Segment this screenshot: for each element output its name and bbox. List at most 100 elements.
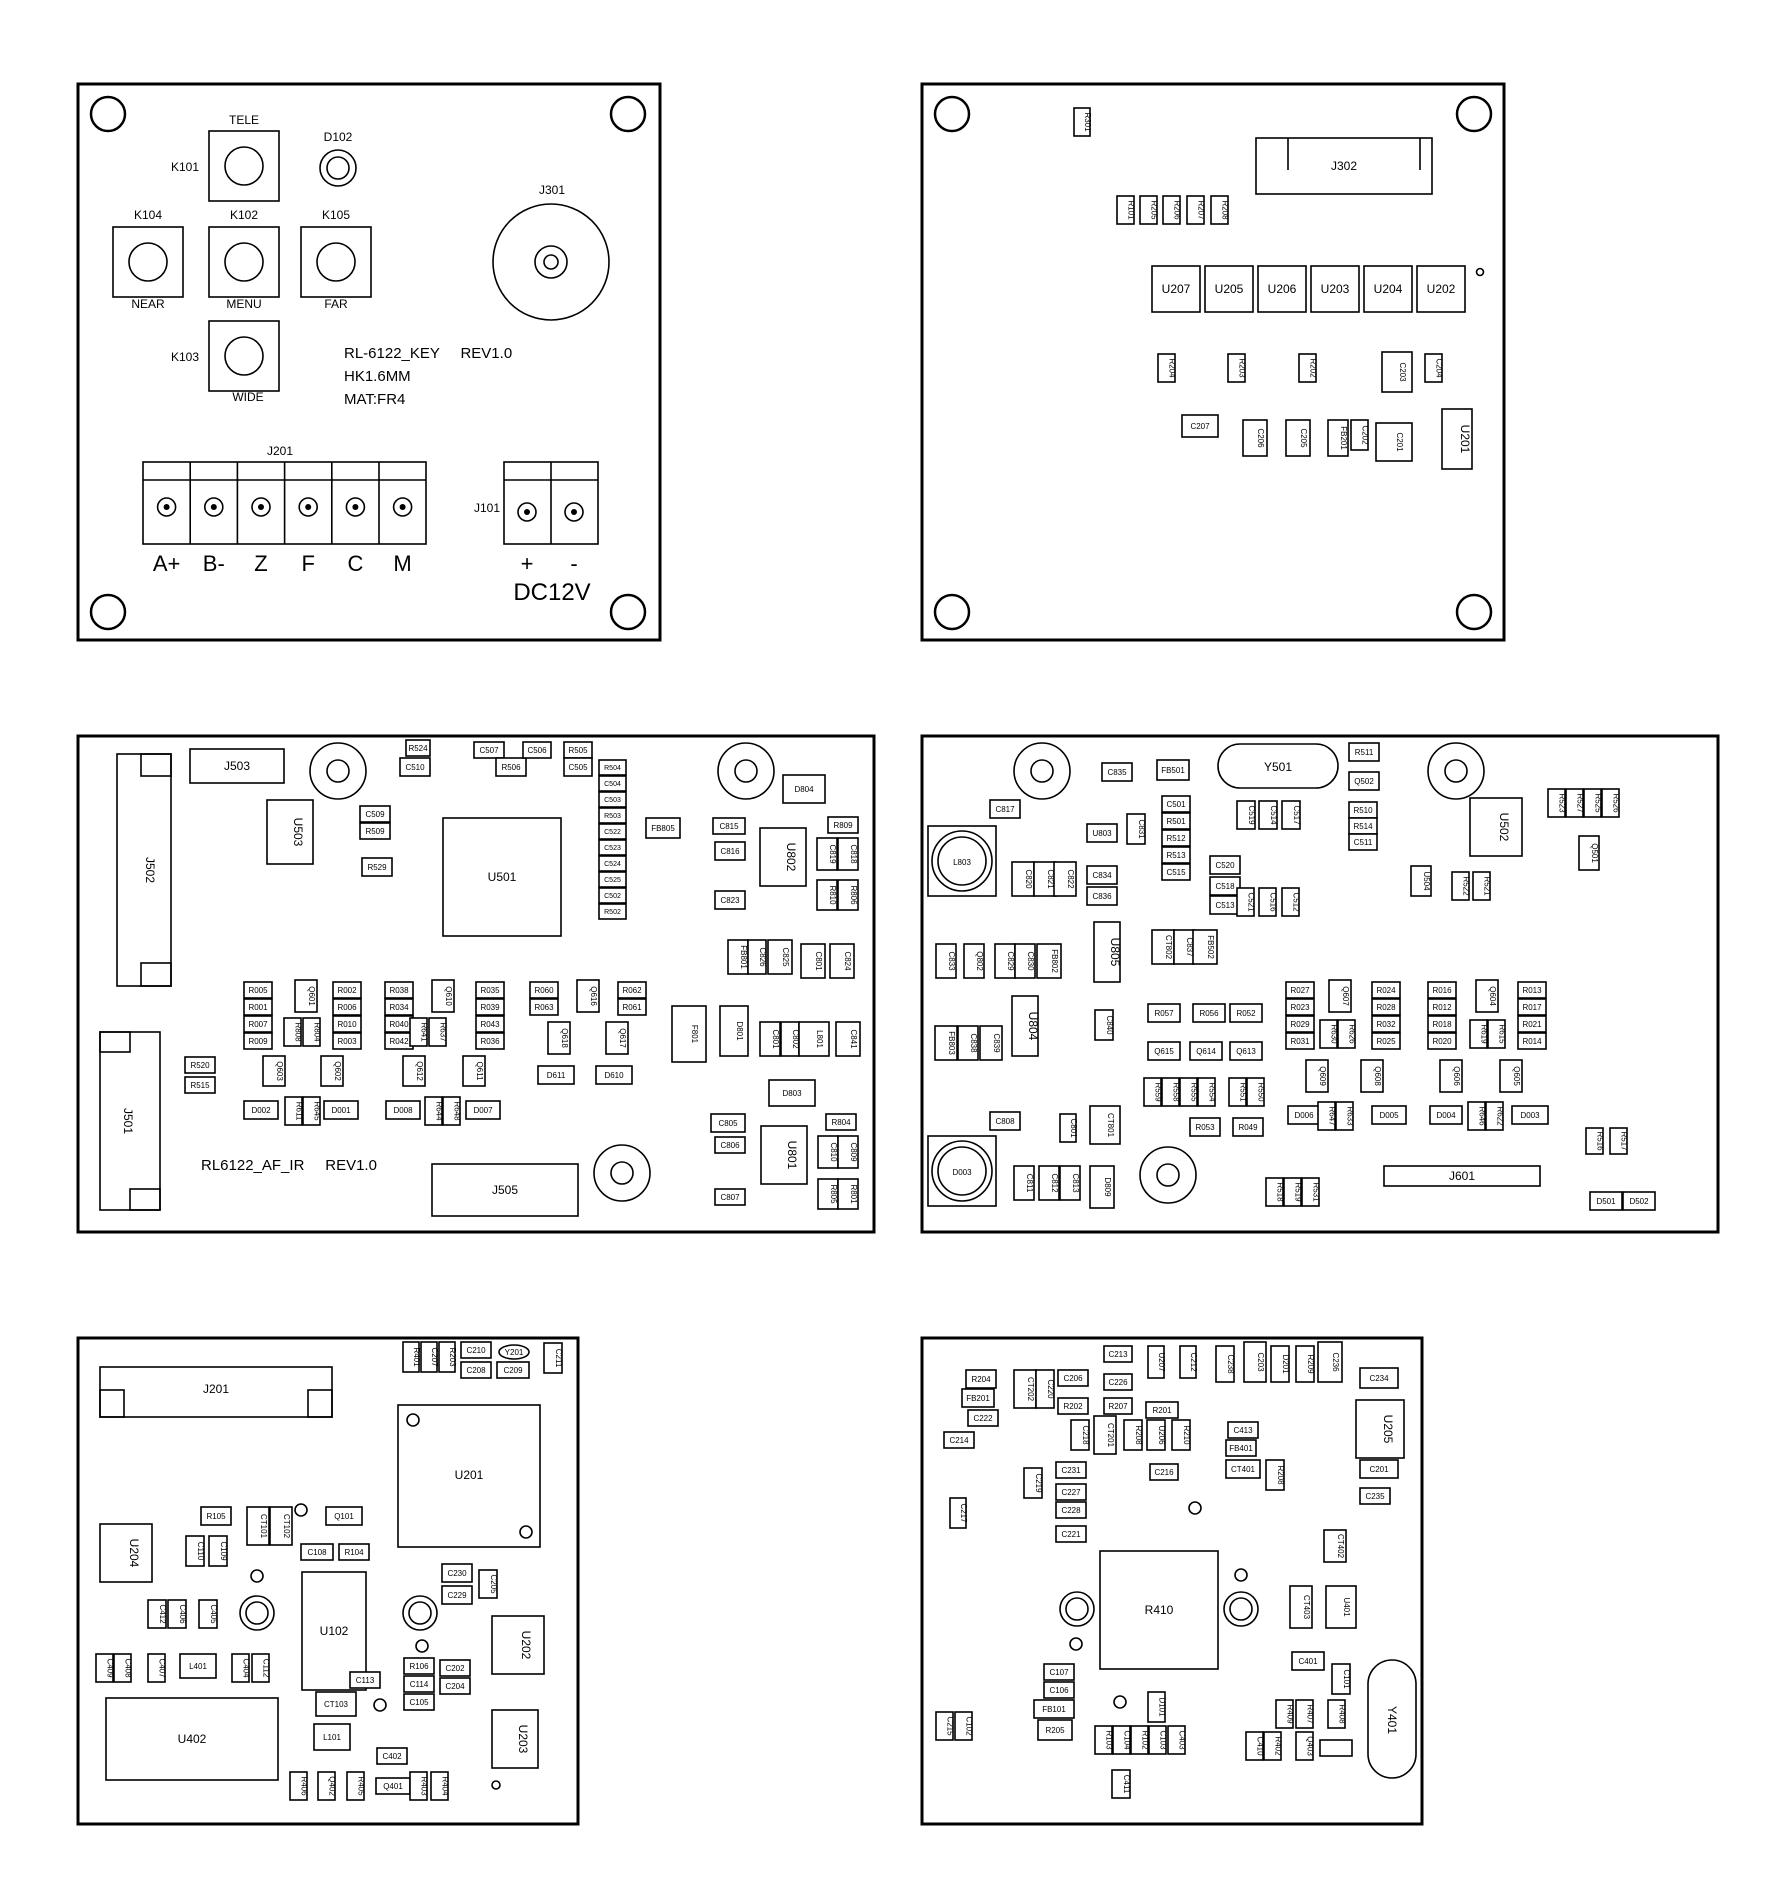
component-u204: U204 (99, 1523, 153, 1583)
component-label: FB201 (1339, 426, 1348, 450)
component-c210: C210 (460, 1341, 492, 1359)
component-c408: C408 (113, 1653, 132, 1683)
component-c507: C507 (473, 741, 505, 759)
component-label: C806 (720, 1141, 740, 1150)
component-r101: R101 (1116, 195, 1135, 225)
component-r031: R031 (1285, 1032, 1315, 1050)
component-u502: U502 (1469, 797, 1523, 857)
component-label: C505 (568, 763, 588, 772)
component-r524: R524 (405, 739, 431, 757)
component-label: C209 (503, 1366, 523, 1375)
component-u501: U501 (442, 817, 562, 937)
component-label: D006 (1294, 1111, 1314, 1120)
component-label: C204 (1434, 358, 1443, 378)
component-r202: R202 (1298, 353, 1317, 383)
component-q401: Q401 (375, 1777, 411, 1795)
component-j601: J601 (1383, 1165, 1541, 1187)
component-c801: C801 (759, 1021, 781, 1057)
component-label: R204 (971, 1375, 991, 1384)
component-label: FB801 (739, 945, 748, 969)
component-r040: R040 (384, 1015, 414, 1033)
component-label: C410 (1255, 1736, 1264, 1756)
component-r009: R009 (243, 1032, 273, 1050)
component-c502: C502 (598, 887, 627, 904)
component-u402: U402 (105, 1697, 279, 1781)
component-label: R809 (833, 821, 853, 830)
component-c402: C402 (376, 1747, 408, 1765)
component-label: C819 (828, 844, 837, 864)
component-c206: C206 (1057, 1369, 1089, 1387)
switch-k101: K101 TELE (171, 113, 280, 202)
component-u207: U207 (1147, 1345, 1166, 1379)
component-label: C834 (1092, 871, 1112, 880)
component-label: R516 (1595, 1131, 1604, 1151)
component-fb101: FB101 (1033, 1699, 1075, 1719)
component-c808: C808 (989, 1111, 1021, 1131)
label-wide: WIDE (232, 390, 263, 404)
component-r205: R205 (1037, 1719, 1073, 1741)
component-r516: R516 (1585, 1127, 1604, 1155)
component-label: R062 (622, 986, 642, 995)
component-r105: R105 (200, 1506, 232, 1526)
component-label: R056 (1199, 1009, 1219, 1018)
label-k105: K105 (322, 208, 350, 222)
component-c835: C835 (1101, 762, 1133, 782)
mounting-pad (309, 742, 775, 1202)
component-label: C208 (466, 1366, 486, 1375)
component-r208: R208 (1265, 1459, 1285, 1491)
component-label: C201 (1369, 1465, 1389, 1474)
component-label: D809 (1103, 1177, 1112, 1197)
component-label: C205 (1299, 428, 1308, 448)
component-label: R527 (1575, 793, 1584, 813)
component-r042: R042 (384, 1032, 414, 1050)
component-r521: R521 (1472, 871, 1491, 901)
label-u201: U201 (455, 1468, 484, 1482)
component-q609: Q609 (1305, 1059, 1329, 1093)
component-q402: Q402 (317, 1771, 336, 1801)
component-c112: C112 (251, 1653, 270, 1683)
component-label: R025 (1376, 1037, 1396, 1046)
component-label: Q502 (1354, 777, 1374, 786)
label-j301: J301 (539, 183, 565, 197)
component-r804: R804 (825, 1113, 857, 1131)
component-ct201: CT201 (1093, 1415, 1117, 1455)
component-label: R010 (337, 1020, 357, 1029)
component-r502: R502 (598, 903, 627, 920)
component-u102: U102 (301, 1571, 367, 1691)
component-r611: R611 (284, 1096, 303, 1126)
component-label: C413 (1233, 1426, 1253, 1435)
component-label: C813 (1071, 1173, 1080, 1193)
component-label: R105 (206, 1512, 226, 1521)
component-r023: R023 (1285, 998, 1315, 1016)
component-c102: C102 (954, 1711, 973, 1741)
component-label: U802 (784, 843, 798, 872)
component-c517: C517 (1281, 800, 1301, 830)
component-label: R052 (1236, 1009, 1256, 1018)
component-d005: D005 (1371, 1105, 1407, 1125)
component-label: C519 (1247, 805, 1256, 825)
component-c108: C108 (300, 1543, 334, 1561)
component-label: C518 (1215, 882, 1235, 891)
component-label: D801 (735, 1021, 744, 1041)
component-fb801: FB801 (727, 939, 749, 975)
component-label: C521 (1246, 892, 1255, 912)
component-r209: R209 (1295, 1345, 1315, 1383)
component-c810: C810 (817, 1135, 839, 1169)
component-label: R619 (1479, 1024, 1488, 1044)
component-fb501: FB501 (1156, 759, 1190, 781)
component-label: C108 (307, 1548, 327, 1557)
component-label: R555 (1189, 1082, 1198, 1102)
component-c807: C807 (714, 1188, 746, 1206)
component-q608: Q608 (1360, 1059, 1384, 1093)
switch-k104: K104 NEAR (112, 208, 184, 311)
component-c817: C817 (989, 799, 1021, 819)
component-r511: R511 (1348, 742, 1380, 762)
component-r510: R510 (1348, 801, 1378, 819)
component-q612: Q612 (402, 1055, 426, 1087)
component-q615: Q615 (1147, 1041, 1181, 1061)
component-label: U202 (519, 1631, 533, 1660)
component-r106: R106 (403, 1657, 435, 1675)
component-c201: C201 (1375, 422, 1413, 462)
component-label: R024 (1376, 986, 1396, 995)
component-r010: R010 (332, 1015, 362, 1033)
